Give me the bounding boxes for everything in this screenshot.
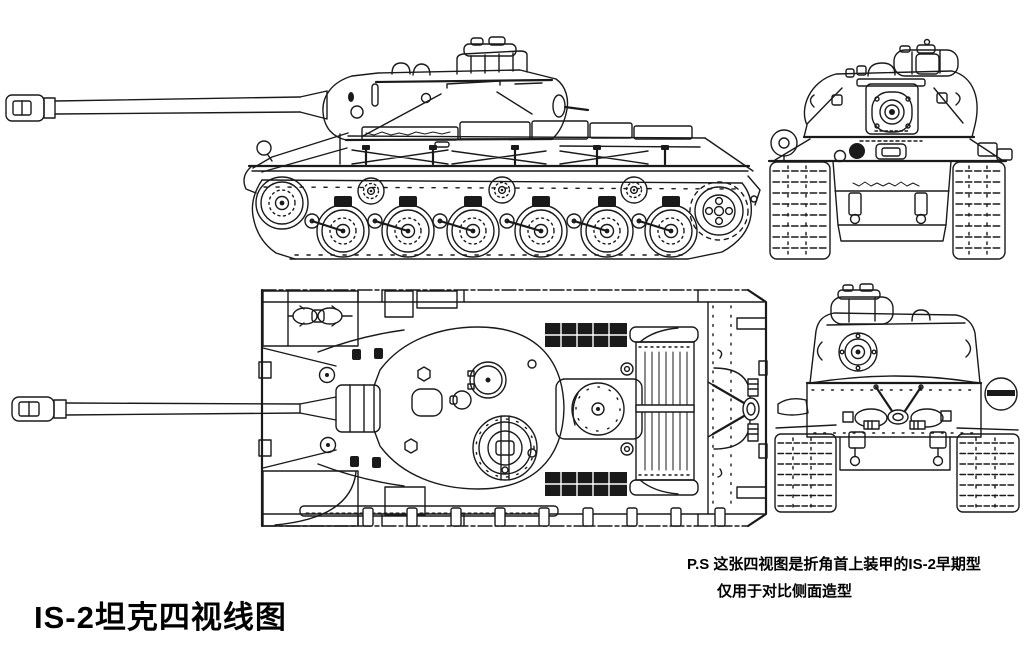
fender-stowage	[361, 120, 693, 148]
engine-deck	[527, 322, 699, 497]
tow-hook	[848, 192, 862, 216]
side-view-drawing	[5, 36, 761, 260]
ps-note-line-1: P.S 这张四视图是折角首上装甲的IS-2早期型	[687, 556, 981, 573]
front-view-drawing	[767, 38, 1013, 260]
hull-rear	[775, 377, 1019, 471]
page-title: IS-2坦克四视线图	[34, 600, 287, 635]
ps-note-line-2: 仅用于对比侧面造型	[717, 583, 853, 600]
turret-rear	[809, 283, 981, 384]
loader-hatch	[469, 361, 507, 399]
driver-viewport	[875, 143, 907, 160]
fender-saw-and-posts	[299, 505, 726, 527]
blackout-light	[849, 143, 865, 159]
engine-fan-cover	[571, 382, 625, 436]
cupola-rear	[830, 296, 894, 325]
tow-hook	[914, 192, 928, 216]
hull-side	[243, 132, 761, 206]
idler-wheel	[255, 176, 309, 230]
cupola-top	[472, 415, 538, 481]
turret-front	[802, 70, 978, 142]
tracks-rear	[774, 433, 1020, 513]
commander-cupola-side	[456, 36, 528, 75]
drive-sprocket	[689, 181, 749, 241]
glacis-fittings	[318, 348, 383, 468]
return-roller	[357, 177, 385, 205]
tow-bracket	[848, 431, 866, 449]
headlight	[770, 129, 798, 157]
commander-cupola-front	[845, 38, 959, 78]
rear-deck	[707, 301, 768, 515]
front-fender-boxes	[262, 290, 458, 527]
two-man-saw	[299, 505, 559, 517]
left-fender-flap	[777, 397, 809, 416]
gun-barrel-top	[11, 384, 381, 433]
hull-front	[767, 129, 1013, 242]
return-roller	[620, 176, 648, 204]
running-gear	[251, 176, 752, 260]
ps-note: P.S 这张四视图是折角首上装甲的IS-2早期型 仅用于对比侧面造型	[687, 551, 981, 605]
rear-mg-port	[838, 332, 878, 372]
tracks-front	[769, 161, 1006, 260]
tow-bracket	[929, 431, 947, 449]
slogan-script	[852, 181, 920, 187]
gun-barrel	[5, 90, 328, 122]
spare-fuel-tank	[984, 377, 1018, 411]
top-view-drawing	[11, 288, 768, 528]
rear-view-drawing	[774, 283, 1020, 513]
turret-top	[317, 326, 565, 490]
periscope	[452, 390, 472, 410]
